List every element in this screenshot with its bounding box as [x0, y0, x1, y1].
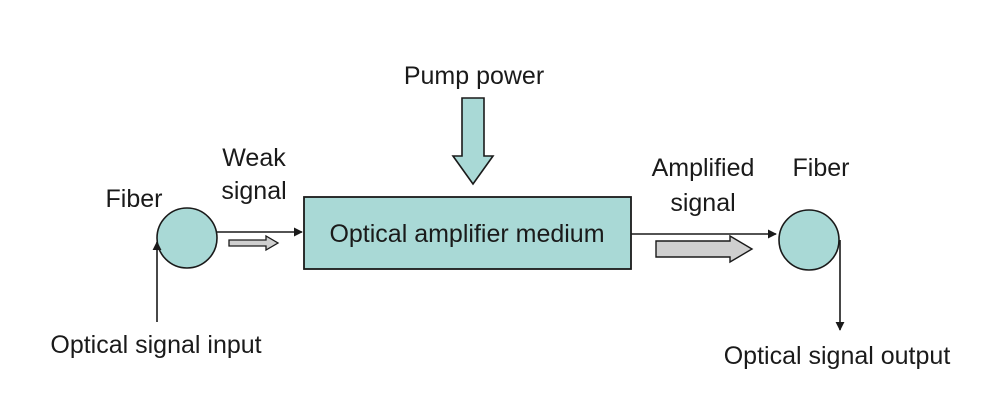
- weak-signal-label-line1: Weak: [222, 144, 286, 172]
- amplified-signal-label-line2: signal: [670, 189, 735, 217]
- pump-power-label: Pump power: [404, 62, 544, 90]
- fiber-right-label: Fiber: [793, 154, 850, 182]
- weak-signal-label-line2: signal: [221, 177, 286, 205]
- fiber-left-circle: [156, 207, 218, 269]
- amplified-signal-label-line1: Amplified: [652, 154, 755, 182]
- amplified-signal-arrow: [655, 234, 754, 264]
- optical-signal-input-label: Optical signal input: [50, 331, 261, 359]
- optical-signal-output-label: Optical signal output: [724, 342, 951, 370]
- pump-power-arrow: [451, 97, 495, 186]
- amplifier-medium-box: [303, 196, 632, 270]
- fiber-right-circle: [778, 209, 840, 271]
- weak-signal-arrow: [228, 234, 280, 252]
- amplifier-medium-label: Optical amplifier medium: [329, 220, 604, 248]
- fiber-left-label: Fiber: [106, 185, 163, 213]
